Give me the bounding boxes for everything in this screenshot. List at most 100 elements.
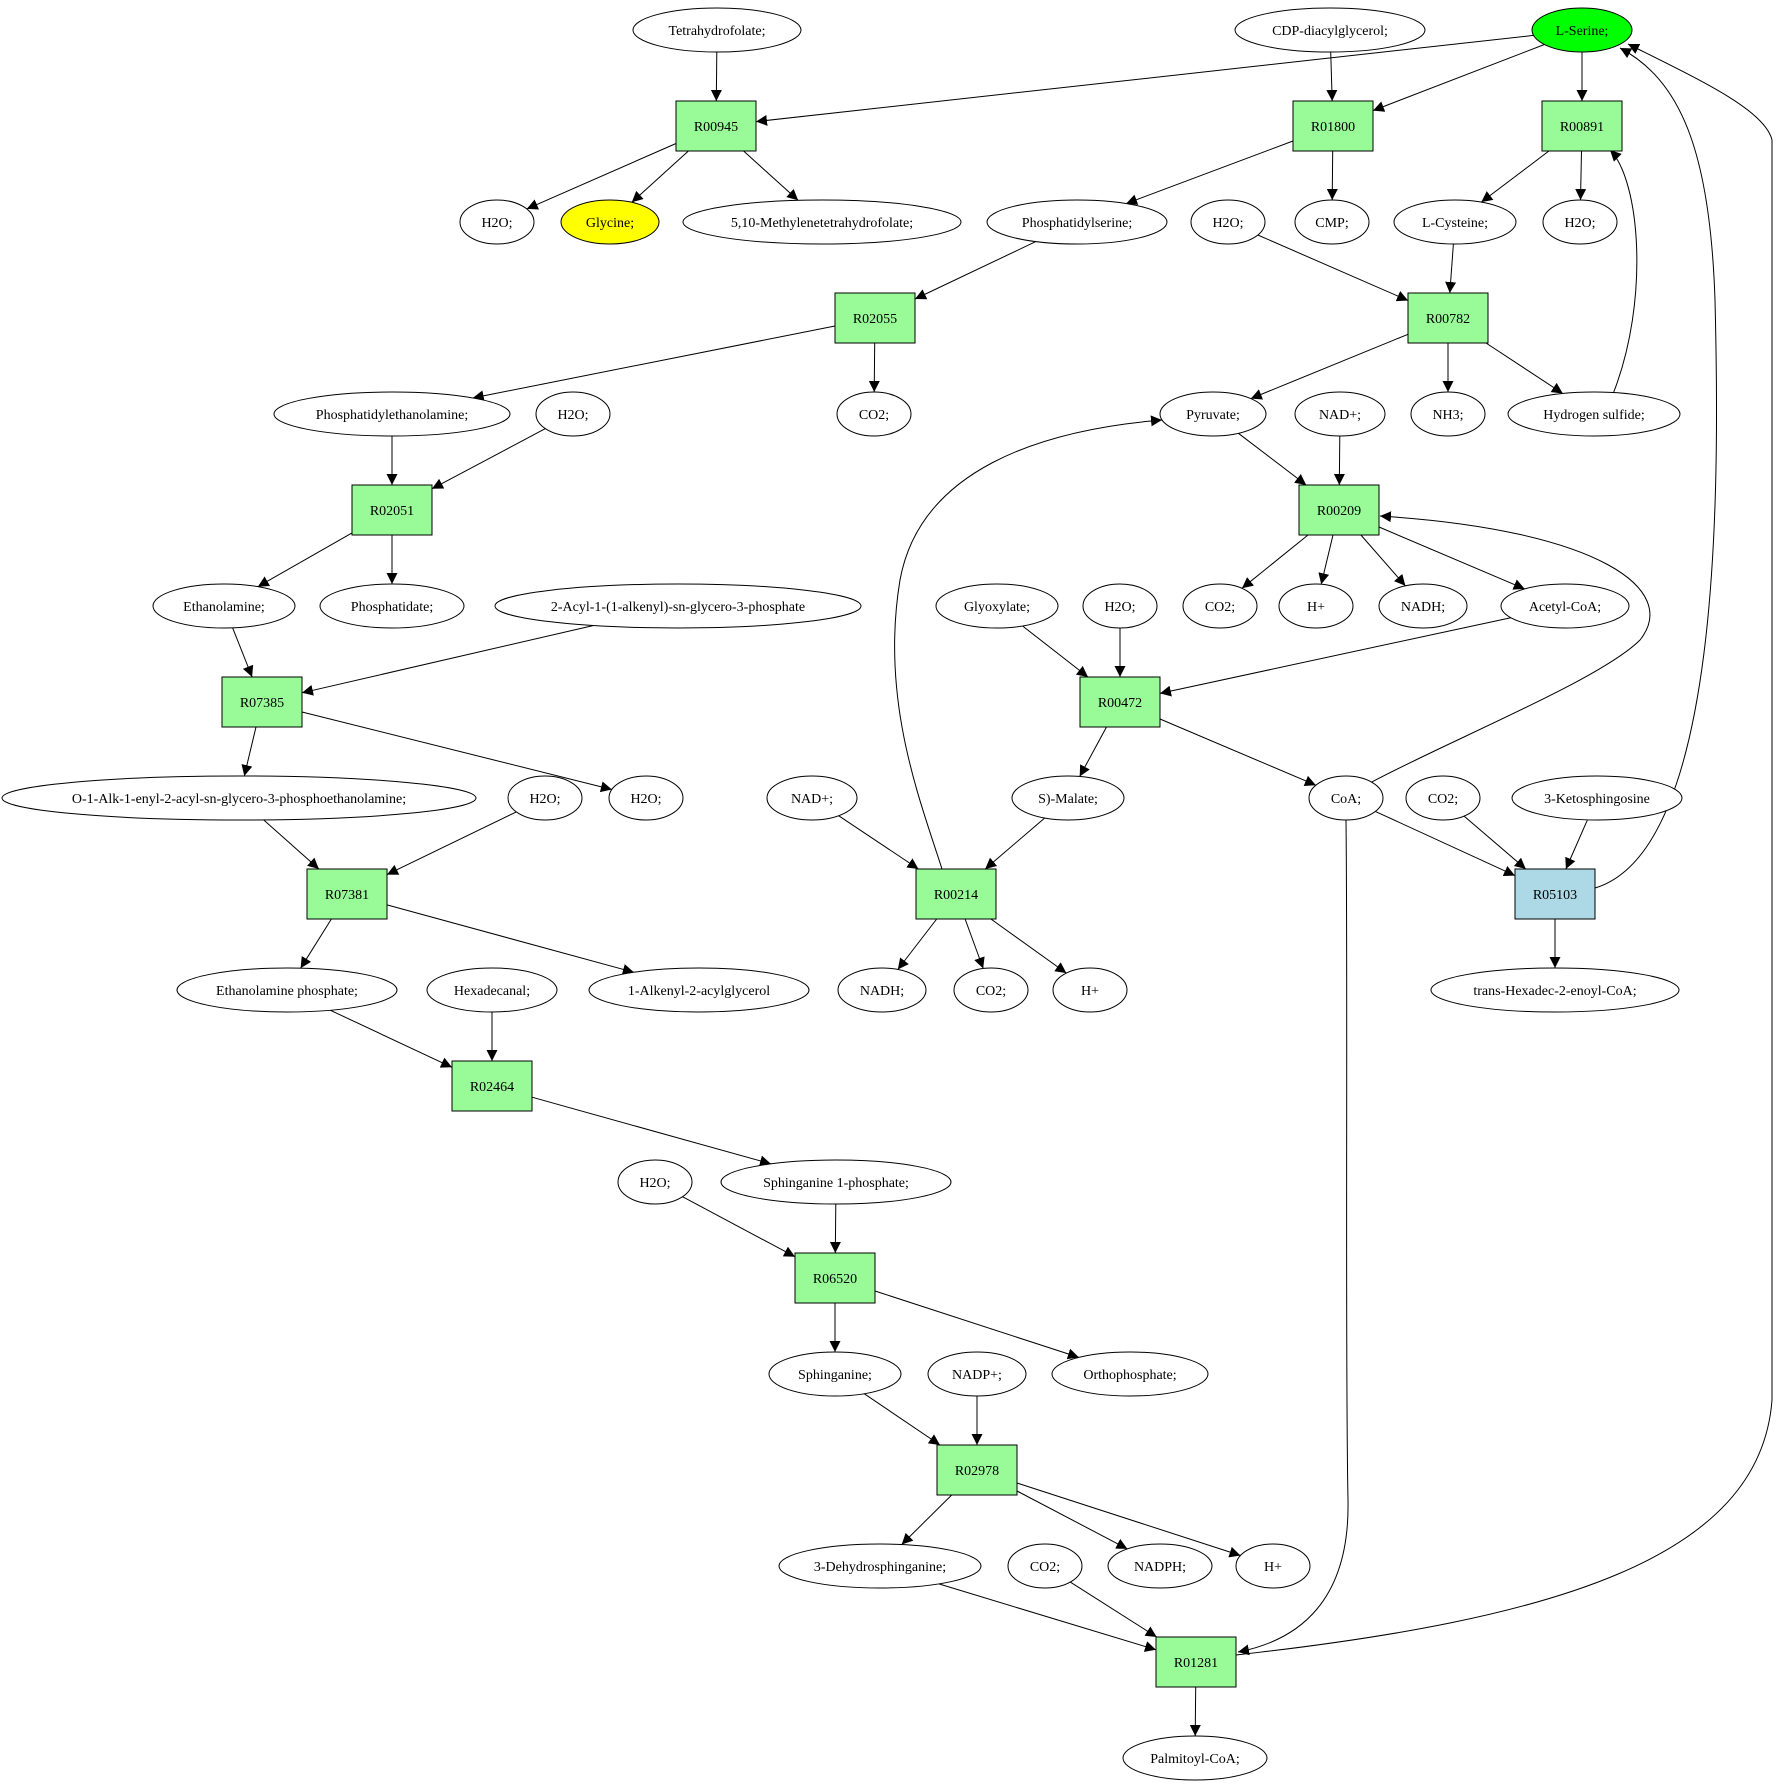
reaction-node-r01281[interactable]: R01281 <box>1155 1636 1237 1688</box>
reaction-box <box>1292 100 1374 152</box>
compound-node-acylalkenyl[interactable]: 2-Acyl-1-(1-alkenyl)-sn-glycero-3-phosph… <box>494 583 862 629</box>
reaction-node-r02978[interactable]: R02978 <box>936 1444 1018 1496</box>
reaction-node-r05103[interactable]: R05103 <box>1514 868 1596 920</box>
compound-node-nadh_a[interactable]: NADH; <box>1378 583 1468 629</box>
reaction-node-r02055[interactable]: R02055 <box>834 292 916 344</box>
compound-node-coa[interactable]: CoA; <box>1308 775 1384 821</box>
compound-node-sphinganine[interactable]: Sphinganine; <box>768 1351 902 1397</box>
compound-node-alkenylacylglycerol[interactable]: 1-Alkenyl-2-acylglycerol <box>588 967 810 1013</box>
compound-node-pyruvate[interactable]: Pyruvate; <box>1159 391 1267 437</box>
compound-node-ps[interactable]: Phosphatidylserine; <box>986 199 1168 245</box>
reaction-node-r00214[interactable]: R00214 <box>915 868 997 920</box>
compound-ellipse <box>1235 1543 1311 1589</box>
compound-node-ketosphingosine[interactable]: 3-Ketosphingosine <box>1511 775 1683 821</box>
compound-node-h2o_g[interactable]: H2O; <box>608 775 684 821</box>
node-label: Glycine; <box>586 216 634 231</box>
compound-node-co2_e[interactable]: CO2; <box>1007 1543 1083 1589</box>
node-label: Phosphatidate; <box>351 600 433 615</box>
compound-node-orthophosphate[interactable]: Orthophosphate; <box>1051 1351 1209 1397</box>
edge-r00209-to-hplus_a <box>1318 534 1334 585</box>
compound-ellipse <box>1052 967 1128 1013</box>
compound-ellipse <box>608 775 684 821</box>
reaction-box <box>675 100 757 152</box>
compound-node-dehydrosphinganine[interactable]: 3-Dehydrosphinganine; <box>778 1543 982 1589</box>
reaction-box <box>794 1252 876 1304</box>
reaction-node-r06520[interactable]: R06520 <box>794 1252 876 1304</box>
compound-node-s1p[interactable]: Sphinganine 1-phosphate; <box>720 1159 952 1205</box>
edge-co2_e-to-r01281 <box>1070 1581 1157 1638</box>
edge-acetylcoa-to-r00472 <box>1159 617 1511 697</box>
compound-node-nadpplus[interactable]: NADP+; <box>927 1351 1027 1397</box>
reaction-node-r00782[interactable]: R00782 <box>1407 292 1489 344</box>
compound-node-h2o_a[interactable]: H2O; <box>459 199 535 245</box>
edge-r00891-to-lcys <box>1480 150 1550 203</box>
compound-node-glyoxylate[interactable]: Glyoxylate; <box>935 583 1059 629</box>
compound-node-hexadecenoylcoa[interactable]: trans-Hexadec-2-enoyl-CoA; <box>1430 967 1680 1013</box>
compound-node-glycine[interactable]: Glycine; <box>560 199 660 245</box>
compound-node-smalate[interactable]: S)-Malate; <box>1011 775 1125 821</box>
reaction-node-r07381[interactable]: R07381 <box>306 868 388 920</box>
compound-node-co2_b[interactable]: CO2; <box>1182 583 1258 629</box>
edge-alkenylpe-to-r07381 <box>263 819 320 870</box>
compound-node-co2_c[interactable]: CO2; <box>1405 775 1481 821</box>
compound-node-phosphatidate[interactable]: Phosphatidate; <box>319 583 465 629</box>
compound-node-lserine[interactable]: L-Serine; <box>1531 7 1633 53</box>
compound-node-h2o_h[interactable]: H2O; <box>617 1159 693 1205</box>
compound-node-hplus_b[interactable]: H+ <box>1052 967 1128 1013</box>
compound-node-nadp_a[interactable]: NAD+; <box>1294 391 1386 437</box>
compound-node-nh3[interactable]: NH3; <box>1410 391 1486 437</box>
compound-node-hexadecanal[interactable]: Hexadecanal; <box>426 967 558 1013</box>
compound-node-cdpdag[interactable]: CDP-diacylglycerol; <box>1234 7 1426 53</box>
node-label: NAD+; <box>791 792 833 807</box>
node-label: CO2; <box>1030 1560 1060 1575</box>
compound-node-acetylcoa[interactable]: Acetyl-CoA; <box>1500 583 1630 629</box>
compound-node-pe[interactable]: Phosphatidylethanolamine; <box>273 391 511 437</box>
compound-node-nadp_b[interactable]: NAD+; <box>766 775 858 821</box>
compound-node-h2s[interactable]: Hydrogen sulfide; <box>1507 391 1681 437</box>
compound-node-h2o_b[interactable]: H2O; <box>1190 199 1266 245</box>
compound-node-h2o_d[interactable]: H2O; <box>535 391 611 437</box>
reaction-node-r07385[interactable]: R07385 <box>221 676 303 728</box>
edge-r07385-to-h2o_g <box>301 711 613 793</box>
compound-ellipse <box>560 199 660 245</box>
compound-node-hplus_c[interactable]: H+ <box>1235 1543 1311 1589</box>
edge-r00891-to-h2o_c <box>1575 150 1587 201</box>
reaction-node-r02464[interactable]: R02464 <box>451 1060 533 1112</box>
compound-node-h2o_c[interactable]: H2O; <box>1542 199 1618 245</box>
compound-node-h2o_e[interactable]: H2O; <box>1082 583 1158 629</box>
node-label: H+ <box>1307 600 1325 615</box>
edge-h2o_d-to-r02051 <box>431 428 546 490</box>
compound-node-methylenethf[interactable]: 5,10-Methylenetetrahydrofolate; <box>682 199 962 245</box>
node-label: Palmitoyl-CoA; <box>1150 1752 1239 1767</box>
compound-node-thf[interactable]: Tetrahydrofolate; <box>632 7 802 53</box>
compound-node-nadph[interactable]: NADPH; <box>1107 1543 1213 1589</box>
compound-ellipse <box>1082 583 1158 629</box>
compound-node-alkenylpe[interactable]: O-1-Alk-1-enyl-2-acyl-sn-glycero-3-phosp… <box>1 775 477 821</box>
compound-ellipse <box>588 967 810 1013</box>
compound-node-h2o_f[interactable]: H2O; <box>507 775 583 821</box>
reaction-node-r00209[interactable]: R00209 <box>1298 484 1380 536</box>
compound-ellipse <box>1393 199 1517 245</box>
compound-node-lcys[interactable]: L-Cysteine; <box>1393 199 1517 245</box>
reaction-node-r01800[interactable]: R01800 <box>1292 100 1374 152</box>
reaction-node-r00945[interactable]: R00945 <box>675 100 757 152</box>
compound-node-ethanolamine[interactable]: Ethanolamine; <box>152 583 296 629</box>
edge-lserine-to-r00945 <box>755 34 1534 126</box>
node-layer: Tetrahydrofolate; CDP-diacylglycerol; L-Se… <box>1 7 1683 1781</box>
edge-coa-to-r00209 <box>1367 511 1651 785</box>
compound-node-co2_d[interactable]: CO2; <box>953 967 1029 1013</box>
compound-node-co2_a[interactable]: CO2; <box>836 391 912 437</box>
reaction-node-r00891[interactable]: R00891 <box>1541 100 1623 152</box>
compound-node-etnp[interactable]: Ethanolamine phosphate; <box>176 967 398 1013</box>
edge-r02978-to-nadph <box>1016 1490 1128 1550</box>
compound-node-hplus_a[interactable]: H+ <box>1278 583 1354 629</box>
compound-node-cmp[interactable]: CMP; <box>1294 199 1370 245</box>
reaction-node-r02051[interactable]: R02051 <box>351 484 433 536</box>
compound-node-palmitoylcoa[interactable]: Palmitoyl-CoA; <box>1122 1735 1268 1781</box>
reaction-node-r00472[interactable]: R00472 <box>1079 676 1161 728</box>
compound-ellipse <box>1542 199 1618 245</box>
edge-r00472-to-coa <box>1159 718 1317 786</box>
compound-node-nadh_b[interactable]: NADH; <box>837 967 927 1013</box>
node-label: H2O; <box>630 792 661 807</box>
node-label: H2O; <box>529 792 560 807</box>
